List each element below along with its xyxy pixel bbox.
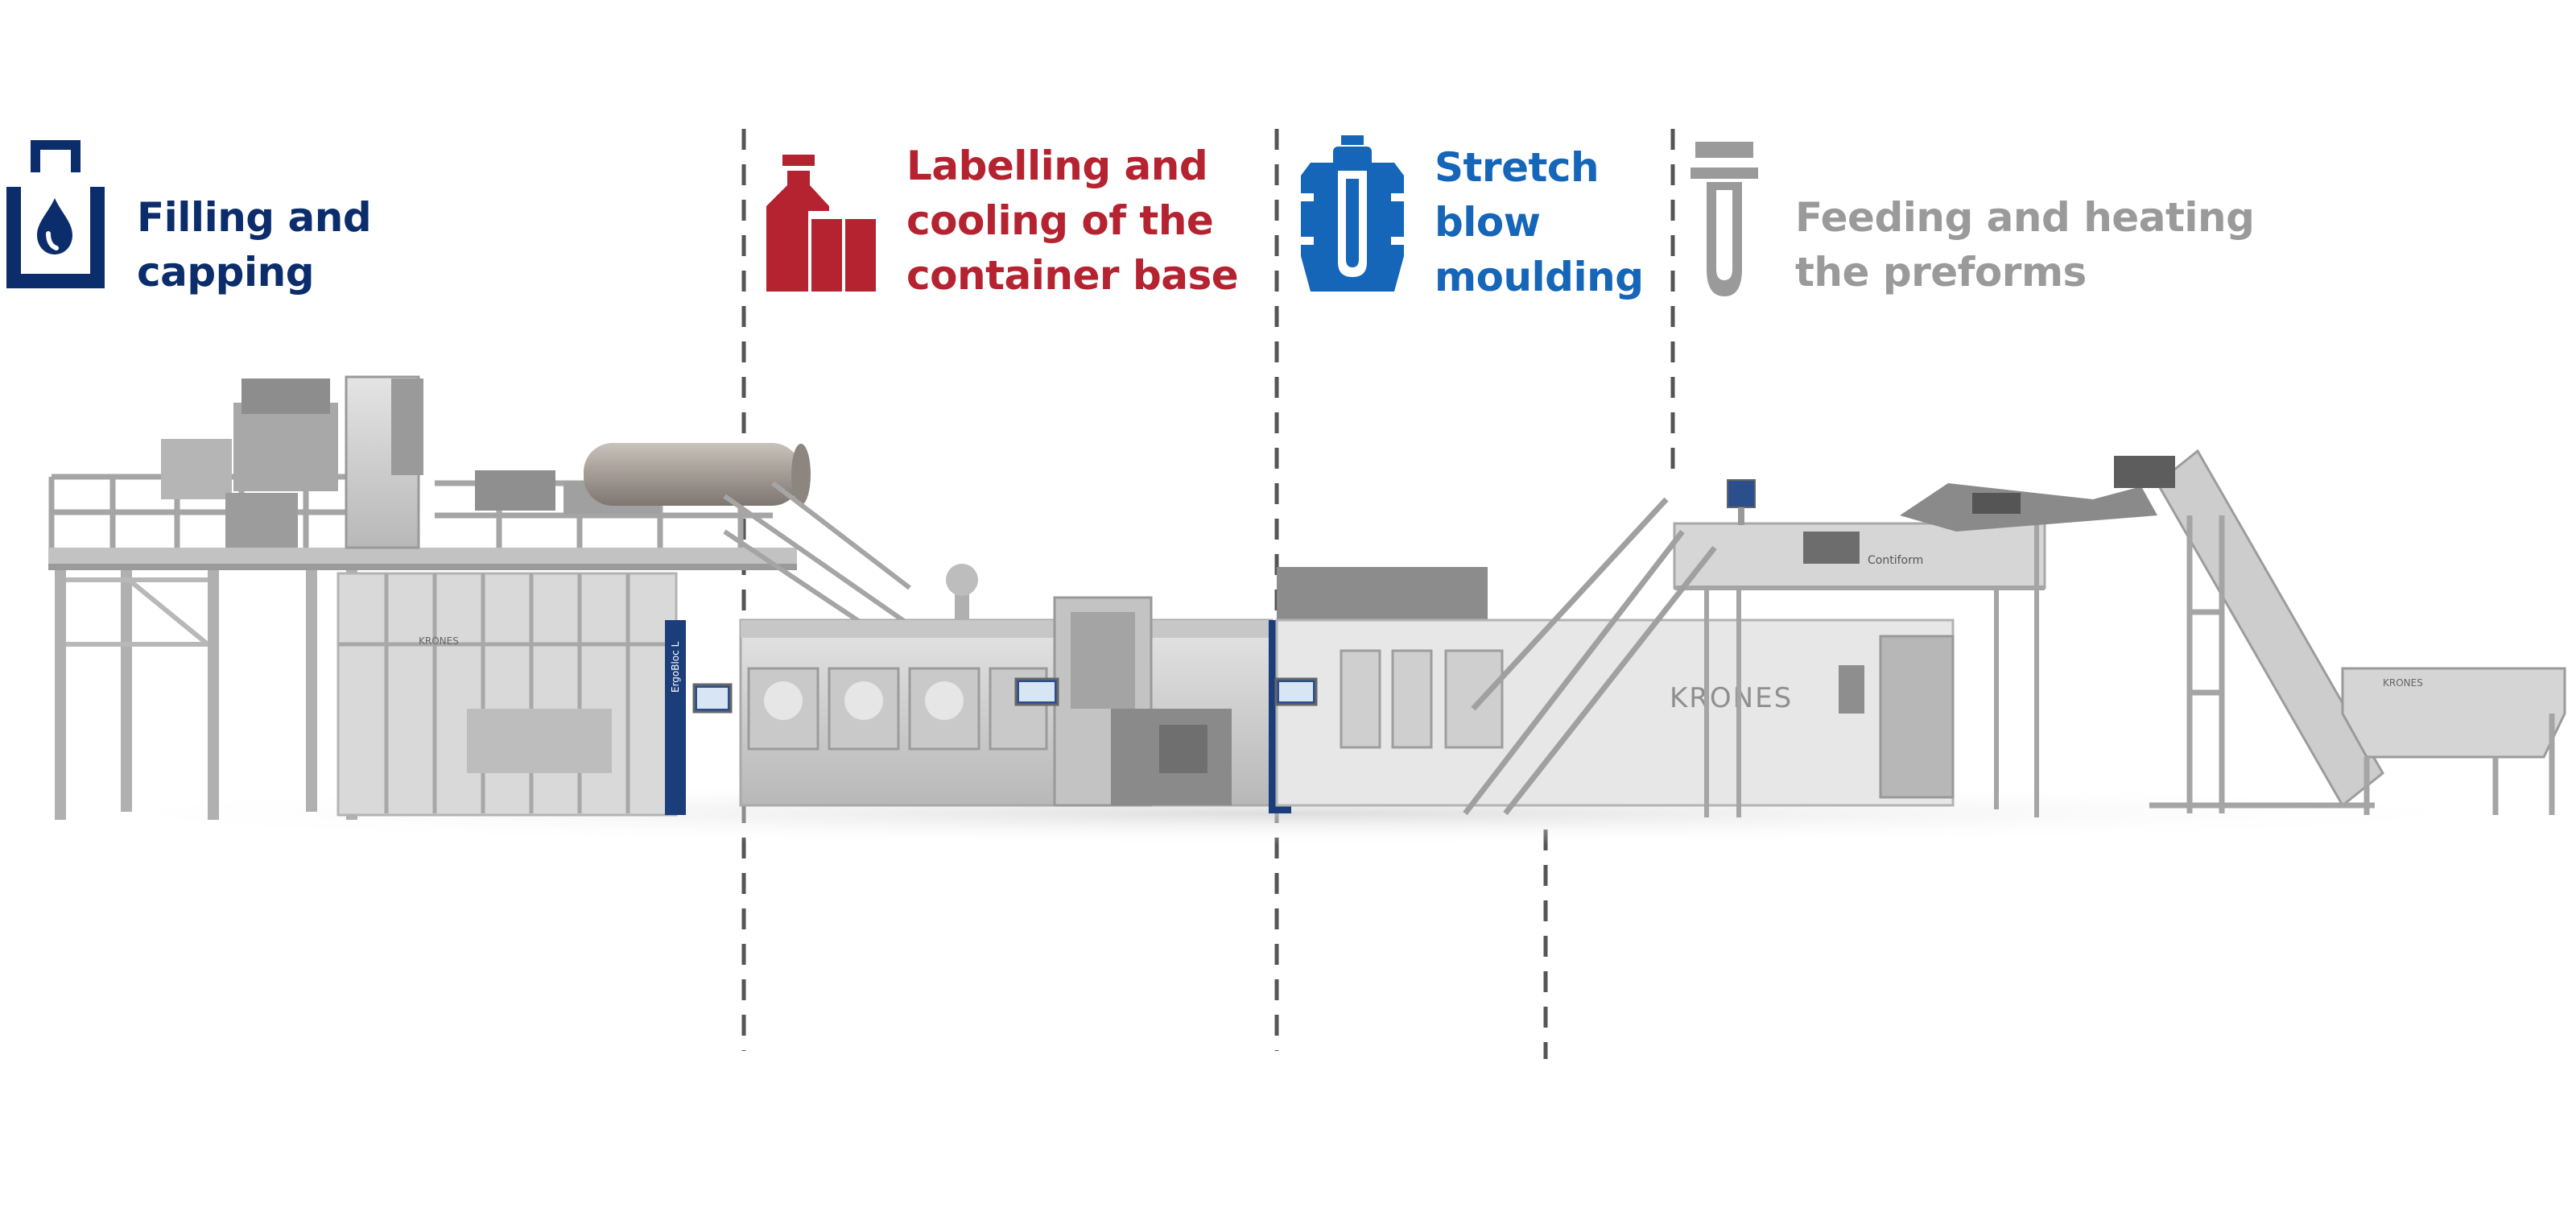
section-label-filling: Filling and capping bbox=[137, 190, 372, 300]
blow-line-3: moulding bbox=[1435, 254, 1644, 300]
section-label-blow-moulding: Stretch blow moulding bbox=[1435, 140, 1644, 304]
labelling-line-1: Labelling and bbox=[906, 143, 1208, 189]
blow-line-2: blow bbox=[1435, 199, 1541, 246]
krones-brand-text: KRONES bbox=[1670, 682, 1793, 714]
labeller-module: ErgoBloc L bbox=[739, 564, 1291, 813]
feeding-line-2: the preforms bbox=[1795, 249, 2087, 296]
section-label-labelling: Labelling and cooling of the container b… bbox=[906, 139, 1239, 303]
blow-line-1: Stretch bbox=[1435, 144, 1600, 191]
filling-tank-icon bbox=[3, 135, 108, 288]
contiform-text: Contiform bbox=[1868, 554, 1923, 567]
preform-feeder-module: KRONES bbox=[2114, 449, 2566, 815]
section-label-feeding: Feeding and heating the preforms bbox=[1795, 190, 2255, 300]
blow-moulder-module: KRONES Contiform bbox=[1274, 479, 2157, 817]
filler-panel-vertical-text: ErgoBloc L bbox=[670, 641, 681, 693]
bottle-label-icon bbox=[765, 153, 877, 292]
filler-brand-text: KRONES bbox=[419, 635, 459, 647]
feeding-line-1: Feeding and heating bbox=[1795, 194, 2255, 241]
labelling-line-2: cooling of the bbox=[906, 197, 1214, 244]
filling-line-2: capping bbox=[137, 249, 315, 296]
filling-line-1: Filling and bbox=[137, 194, 372, 241]
filler-module: KRONES ErgoBloc L bbox=[48, 375, 911, 820]
labelling-line-3: container base bbox=[906, 252, 1239, 299]
hopper-brand-text: KRONES bbox=[2383, 677, 2423, 689]
preform-tube-icon bbox=[1690, 140, 1758, 298]
blow-mould-icon bbox=[1298, 134, 1407, 292]
